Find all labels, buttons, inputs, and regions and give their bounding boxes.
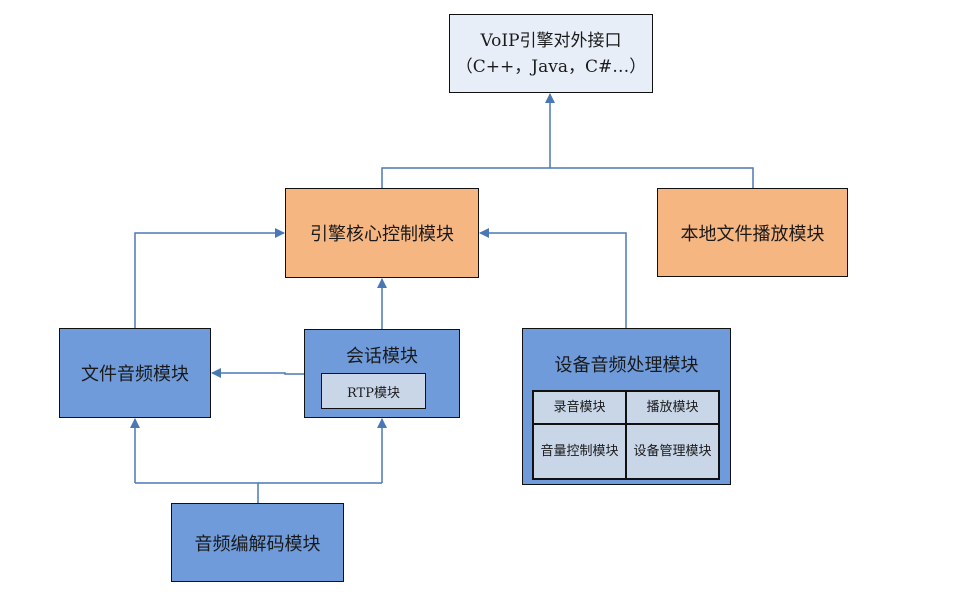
rtp-label: RTP模块 [347, 385, 400, 401]
session-label: 会话模块 [346, 346, 418, 367]
device-audio-label: 设备音频处理模块 [554, 355, 699, 376]
core-control-module: 引擎核心控制模块 [285, 188, 479, 278]
edge-session-to-file-audio [211, 368, 305, 378]
session-module: 会话模块 RTP模块 [304, 329, 460, 418]
edge-codec-split [135, 482, 259, 503]
voip-api-box: VoIP引擎对外接口 （C++，Java，C#…） [449, 14, 653, 93]
local-file-player-label: 本地文件播放模块 [680, 223, 825, 245]
file-audio-label: 文件音频模块 [81, 364, 189, 385]
api-title: VoIP引擎对外接口 [480, 30, 622, 51]
device-submodule-grid: 录音模块 播放模块 音量控制模块 设备管理模块 [532, 390, 720, 480]
audio-codec-module: 音频编解码模块 [171, 503, 344, 582]
core-control-label: 引擎核心控制模块 [310, 224, 454, 245]
audio-codec-label: 音频编解码模块 [194, 533, 321, 555]
file-audio-module: 文件音频模块 [59, 328, 211, 418]
edge-file-audio-to-core [134, 228, 285, 328]
volume-control-module: 音量控制模块 [533, 424, 626, 479]
local-file-player-module: 本地文件播放模块 [657, 188, 848, 277]
edge-core-to-api [381, 167, 754, 188]
device-management-module: 设备管理模块 [626, 424, 719, 479]
edge-device-to-core [479, 228, 627, 328]
playback-module: 播放模块 [626, 391, 719, 424]
device-audio-processing-module: 设备音频处理模块 录音模块 播放模块 音量控制模块 设备管理模块 [522, 328, 731, 485]
rtp-module: RTP模块 [321, 373, 426, 409]
api-languages: （C++，Java，C#…） [455, 56, 647, 77]
recording-module: 录音模块 [533, 391, 626, 424]
